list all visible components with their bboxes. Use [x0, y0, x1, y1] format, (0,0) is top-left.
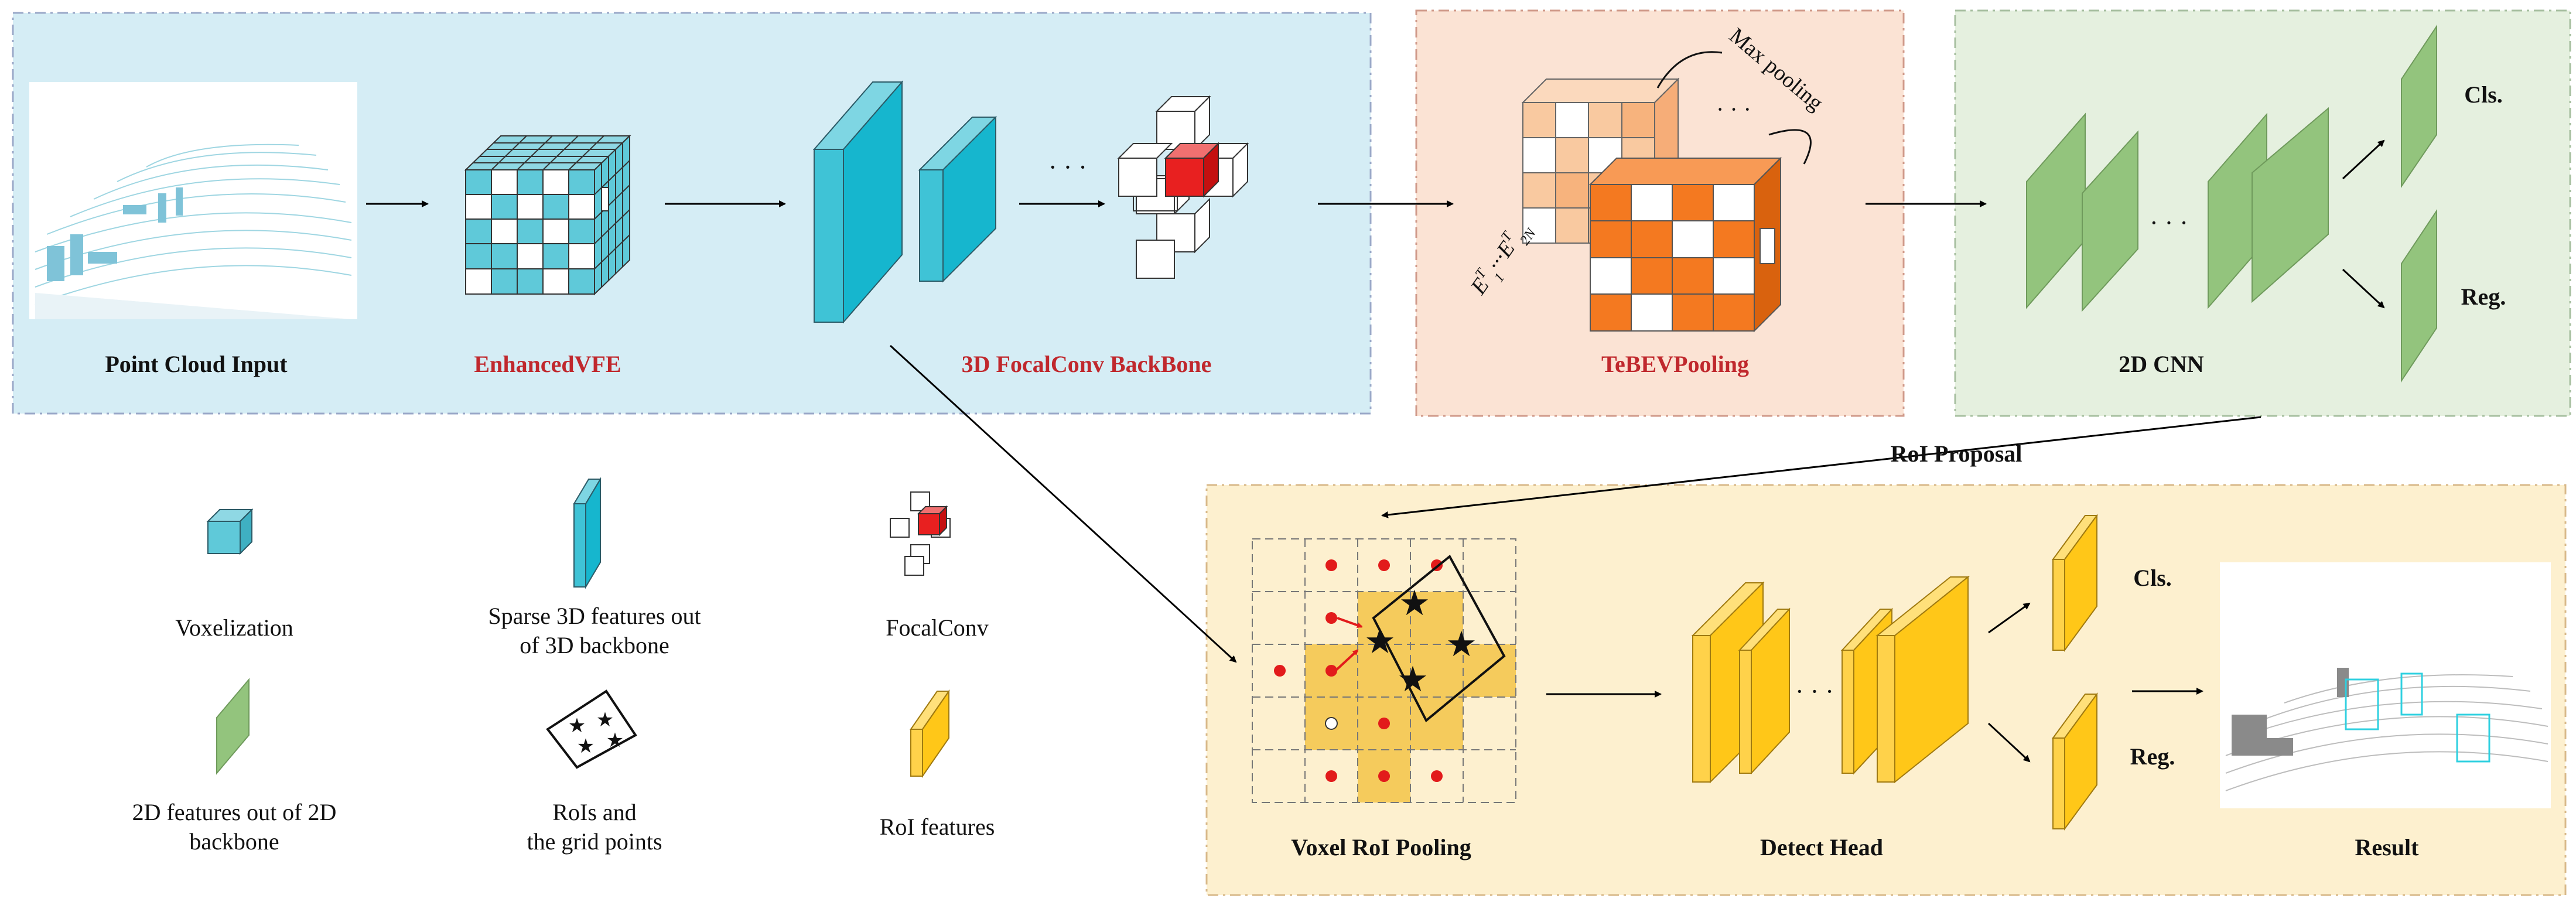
tebev-dots: · · ·: [1716, 96, 1751, 122]
label-reg-bottom: Reg.: [2130, 743, 2175, 770]
legend-sparse-line1: Sparse 3D features out: [488, 603, 701, 629]
legend-rois-line1: RoIs and: [552, 799, 636, 825]
voxel-cube: [464, 134, 631, 296]
svg-text:★: ★: [1364, 622, 1396, 661]
legend-roi-features: RoI features: [880, 814, 995, 840]
label-reg-top: Reg.: [2461, 284, 2506, 310]
voxel-roi-grid: ★ ★ ★ ★: [1252, 538, 1516, 803]
label-tebev-pooling: TeBEVPooling: [1601, 351, 1749, 377]
cnn-plates: [2026, 24, 2437, 383]
legend-focalconv: FocalConv: [886, 614, 989, 641]
sparse-feature-plate-large: [812, 80, 904, 324]
detect-head-plates: [1691, 513, 2098, 831]
svg-text:★: ★: [1399, 584, 1430, 623]
svg-text:★: ★: [606, 730, 624, 752]
legend-voxel-icon: [206, 508, 254, 555]
sparse-feature-plate-small: [918, 115, 997, 283]
tebev-front-cube: [1588, 156, 1782, 333]
label-voxel-roi-pooling: Voxel RoI Pooling: [1291, 834, 1471, 860]
label-cls-bottom: Cls.: [2133, 565, 2172, 591]
label-roi-proposal: RoI Proposal: [1891, 440, 2022, 467]
flow-arrows: [366, 139, 2385, 763]
legend-voxelization: Voxelization: [175, 614, 293, 641]
legend-rois-line2: the grid points: [527, 828, 662, 855]
focalconv-glyph: [1117, 95, 1249, 279]
svg-text:★: ★: [1446, 625, 1477, 664]
svg-text:★: ★: [1397, 660, 1429, 699]
legend-2d-line2: backbone: [189, 828, 279, 855]
legend-2d-plate-icon: [216, 678, 250, 775]
label-focalconv-backbone: 3D FocalConv BackBone: [962, 351, 1212, 377]
svg-text:★: ★: [568, 715, 586, 737]
legend-roi-feature-icon: [910, 689, 950, 778]
legend-roi-icon: ★ ★ ★ ★: [546, 689, 637, 769]
label-2d-cnn: 2D CNN: [2119, 351, 2204, 377]
legend-focalconv-icon: [890, 491, 951, 576]
max-pooling-arc-1: [1656, 51, 1723, 88]
label-result: Result: [2355, 834, 2420, 860]
point-cloud-image: [29, 82, 357, 319]
head-dots: · · ·: [1795, 677, 1834, 706]
result-image: [2220, 562, 2551, 808]
svg-text:★: ★: [596, 709, 614, 731]
svg-text:★: ★: [577, 736, 595, 757]
label-detect-head: Detect Head: [1760, 834, 1883, 860]
legend-sparse-plate-icon: [573, 477, 602, 589]
label-enhanced-vfe: EnhancedVFE: [474, 351, 621, 377]
legend-sparse-line2: of 3D backbone: [520, 632, 669, 658]
label-point-cloud-input: Point Cloud Input: [105, 351, 288, 377]
max-pooling-arc-2: [1768, 129, 1812, 165]
legend-2d-line1: 2D features out of 2D: [132, 799, 337, 825]
label-cls-top: Cls.: [2464, 81, 2503, 108]
backbone-dots: · · ·: [1048, 153, 1087, 182]
cnn-dots: · · ·: [2150, 209, 2188, 237]
